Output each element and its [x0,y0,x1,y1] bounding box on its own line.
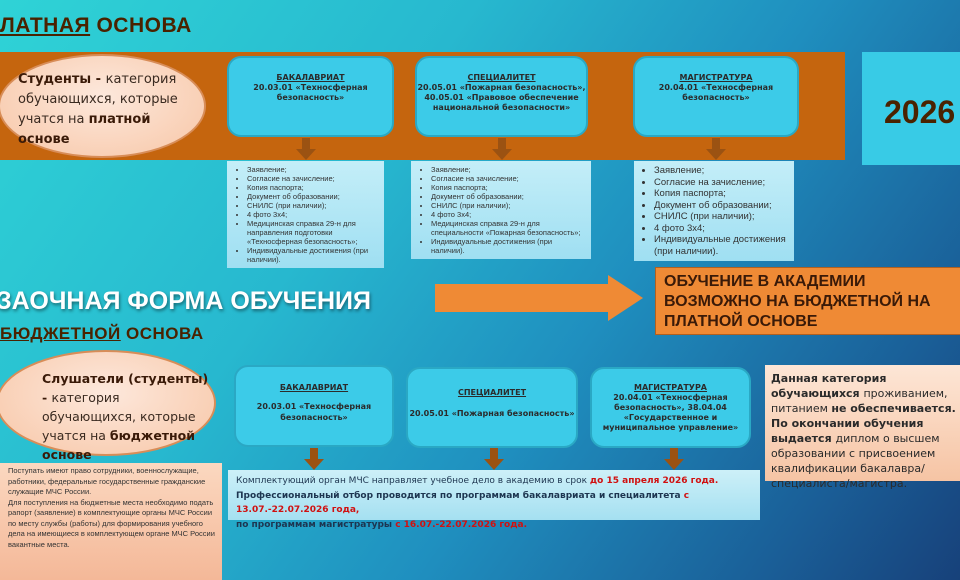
docs-list-master: Заявление;Согласие на зачисление;Копия п… [634,161,794,261]
doc-item: 4 фото 3х4; [247,210,378,219]
arrow-down-icon [484,448,504,470]
doc-item: Документ об образовании; [654,200,788,212]
doc-item: Копия паспорта; [247,183,378,192]
procedure-text: Для поступления на бюджетные места необх… [8,497,215,549]
doc-item: Заявление; [247,165,378,174]
arrow-right-icon [435,284,610,312]
budget-info-box: Данная категория обучающихся проживанием… [765,365,960,490]
doc-item: Заявление; [431,165,585,174]
year-box: 2026 [862,52,960,165]
doc-item: Заявление; [654,165,788,177]
doc-item: Копия паспорта; [431,183,585,192]
doc-item: Документ об образовании; [431,192,585,201]
doc-item: 4 фото 3х4; [654,223,788,235]
doc-item: СНИЛС (при наличии); [247,201,378,210]
paid-section-title: ЛАТНАЯ ОСНОВА [0,14,192,37]
arrow-down-icon [664,448,684,470]
budget-students-ellipse: Слушатели (студенты) - категория обучающ… [0,350,216,462]
docs-list-bachelor: Заявление;Согласие на зачисление;Копия п… [227,161,384,268]
doc-item: Согласие на зачисление; [654,177,788,189]
docs-list-specialist: Заявление;Согласие на зачисление;Копия п… [411,161,591,259]
arrow-down-icon [492,138,512,160]
doc-item: Медицинская справка 29-н для специальнос… [431,219,585,237]
arrow-right-head-icon [608,275,643,321]
doc-item: Согласие на зачисление; [431,174,585,183]
eligibility-text: Поступать имеют право сотрудники, военно… [8,466,206,496]
paid-students-ellipse: Студенты - категория обучающихся, которы… [0,54,206,158]
budget-notice: ОБУЧЕНИЕ В АКАДЕМИИ ВОЗМОЖНО НА БЮДЖЕТНО… [655,267,960,335]
eligibility-box: Поступать имеют право сотрудники, военно… [0,463,222,580]
arrow-down-icon [296,138,316,160]
doc-item: СНИЛС (при наличии); [654,211,788,223]
budget-section-title: БЮДЖЕТНОЙ ОСНОВА [0,324,204,343]
arrow-down-icon [304,448,324,470]
doc-item: Индивидуальные достижения (при наличии). [654,234,788,257]
doc-item: Индивидуальные достижения (при наличии). [431,237,585,255]
doc-item: Документ об образовании; [247,192,378,201]
doc-item: СНИЛС (при наличии); [431,201,585,210]
arrow-down-icon [706,138,726,160]
form-title: ЗАОЧНАЯ ФОРМА ОБУЧЕНИЯ [0,287,371,315]
doc-item: Согласие на зачисление; [247,174,378,183]
doc-item: Копия паспорта; [654,188,788,200]
doc-item: 4 фото 3х4; [431,210,585,219]
doc-item: Медицинская справка 29-н для направления… [247,219,378,246]
deadline-box: Комплектующий орган МЧС направляет учебн… [228,470,760,530]
doc-item: Индивидуальные достижения (при наличии). [247,246,378,264]
